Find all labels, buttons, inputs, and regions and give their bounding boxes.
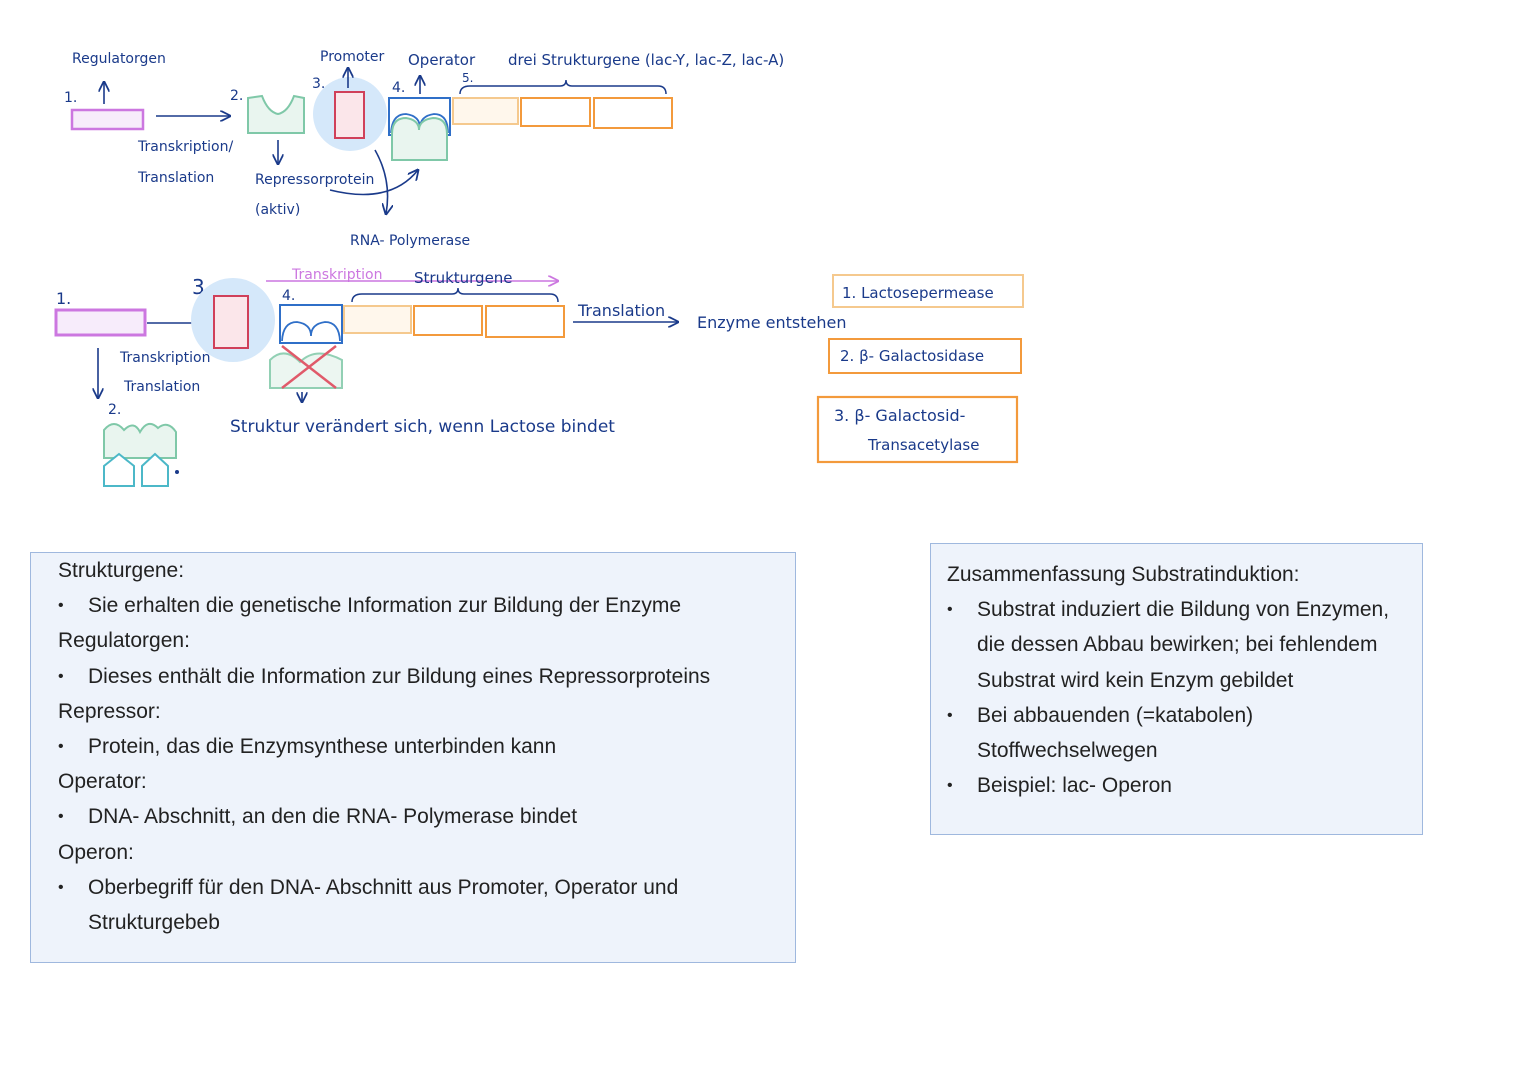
label-translation-arrow: Translation	[577, 301, 665, 320]
summary-bullet-line: Beispiel: lac- Operon	[947, 768, 1422, 803]
definitions-heading-line: Regulatorgen:	[58, 629, 190, 653]
label-transkription-top: Transkription/	[137, 139, 233, 155]
inducer-dot	[175, 470, 179, 474]
top-diagram: Regulatorgen 1. Transkription/ Translati…	[64, 49, 784, 249]
label-rna-polymerase: RNA- Polymerase	[350, 233, 470, 249]
label-num2-bottom: 2.	[108, 402, 121, 418]
summary-cont-line: Substrat wird kein Enzym gebildet	[977, 668, 1294, 692]
label-num1-bottom: 1.	[56, 289, 71, 308]
enzyme-box-1	[832, 274, 1024, 308]
struktur-gene-a-bottom	[485, 305, 565, 338]
enzyme-boxes: 1. Lactosepermease 2. β- Galactosidase 3…	[816, 274, 1024, 464]
summary-heading-line: Zusammenfassung Substratinduktion:	[947, 563, 1300, 586]
brace-strukturgene-top	[459, 79, 667, 95]
label-strukturgene-header: drei Strukturgene (lac-Y, lac-Z, lac-A)	[508, 51, 784, 69]
summary-bullet-line: Bei abbauenden (=katabolen)	[947, 698, 1422, 733]
definitions-bullet-line: Oberbegriff für den DNA- Abschnitt aus P…	[58, 870, 795, 905]
definitions-bullet-line: Protein, das die Enzymsynthese unterbind…	[58, 729, 795, 764]
enzyme-box-2	[828, 338, 1022, 374]
label-strukturgene-bottom: Strukturgene	[414, 269, 513, 287]
label-promoter: Promoter	[320, 49, 385, 65]
label-num5-top: 5.	[462, 71, 473, 85]
bottom-diagram: 1. Transkription Translation 2. 3. 4. St…	[54, 267, 846, 487]
summary-box: Zusammenfassung Substratinduktion: Substr…	[930, 543, 1423, 835]
label-num4-top: 4.	[392, 80, 405, 96]
enzyme-box-3	[816, 395, 1019, 464]
inducer-lactose-bottom	[103, 452, 169, 487]
repressor-protein-top	[247, 94, 305, 134]
label-repressorprotein: Repressorprotein	[255, 172, 374, 188]
definitions-bullet-line: DNA- Abschnitt, an den die RNA- Polymera…	[58, 799, 795, 834]
definitions-list: Strukturgene: Sie erhalten die genetische…	[58, 553, 795, 940]
lac-operon-diagram: Regulatorgen 1. Transkription/ Translati…	[54, 49, 1024, 487]
struktur-gene-y-top	[452, 97, 519, 125]
label-num4-bottom: 4.	[282, 288, 295, 304]
arrow-rna-polymerase	[374, 149, 388, 214]
summary-cont-line: die dessen Abbau bewirken; bei fehlendem	[977, 633, 1378, 657]
struktur-gene-z-top	[520, 97, 591, 127]
enzyme-label-3b: Transacetylase	[867, 436, 979, 454]
label-num3-top: 3.	[312, 76, 325, 92]
arrow-repressor-to-operator	[329, 170, 418, 196]
label-transkription-pink: Transkription	[291, 267, 382, 283]
definitions-heading-line: Strukturgene:	[58, 559, 185, 582]
enzyme-label-3a: 3. β- Galactosid-	[834, 406, 965, 425]
brace-strukturgene-bottom	[351, 287, 559, 303]
definitions-bullet-line: Sie erhalten die genetische Information …	[58, 588, 795, 623]
label-transkription-bottom: Transkription	[119, 350, 210, 366]
label-operator: Operator	[408, 51, 476, 69]
cross-line-2	[281, 345, 337, 389]
definitions-box: Strukturgene: Sie erhalten die genetische…	[30, 552, 796, 963]
inactive-repressor-bottom	[103, 422, 177, 459]
struktur-gene-a-top	[593, 97, 673, 129]
summary-bullet-line: Substrat induziert die Bildung von Enzym…	[947, 592, 1422, 627]
label-translation-bottom: Translation	[123, 379, 200, 395]
label-regulatorgen: Regulatorgen	[72, 51, 166, 67]
definitions-cont-line: Strukturgebeb	[88, 911, 220, 935]
promoter-top	[334, 91, 365, 139]
summary-list: Zusammenfassung Substratinduktion: Substr…	[947, 557, 1422, 804]
label-translation-top: Translation	[137, 170, 214, 186]
definitions-bullet-line: Dieses enthält die Information zur Bildu…	[58, 659, 795, 694]
definitions-heading-line: Operon:	[58, 840, 134, 864]
label-struktur-veraendert: Struktur verändert sich, wenn Lactose bi…	[230, 417, 615, 437]
enzyme-label-2: 2. β- Galactosidase	[840, 347, 984, 365]
promoter-bottom	[213, 295, 249, 349]
definitions-heading-line: Operator:	[58, 770, 147, 794]
label-aktiv: (aktiv)	[255, 202, 300, 218]
operator-binding-site-bottom	[281, 321, 341, 342]
regulator-gene-bottom	[54, 308, 147, 337]
enzyme-label-1: 1. Lactosepermease	[842, 284, 994, 302]
label-num1-top: 1.	[64, 90, 77, 106]
label-num2-top: 2.	[230, 88, 243, 104]
summary-cont-line: Stoffwechselwegen	[977, 739, 1158, 763]
bound-repressor-top	[391, 116, 448, 161]
regulator-gene-top	[70, 108, 145, 131]
struktur-gene-z-bottom	[413, 305, 483, 336]
definitions-heading-line: Repressor:	[58, 699, 161, 723]
struktur-gene-y-bottom	[343, 305, 412, 334]
label-enzyme-entstehen: Enzyme entstehen	[697, 313, 846, 332]
